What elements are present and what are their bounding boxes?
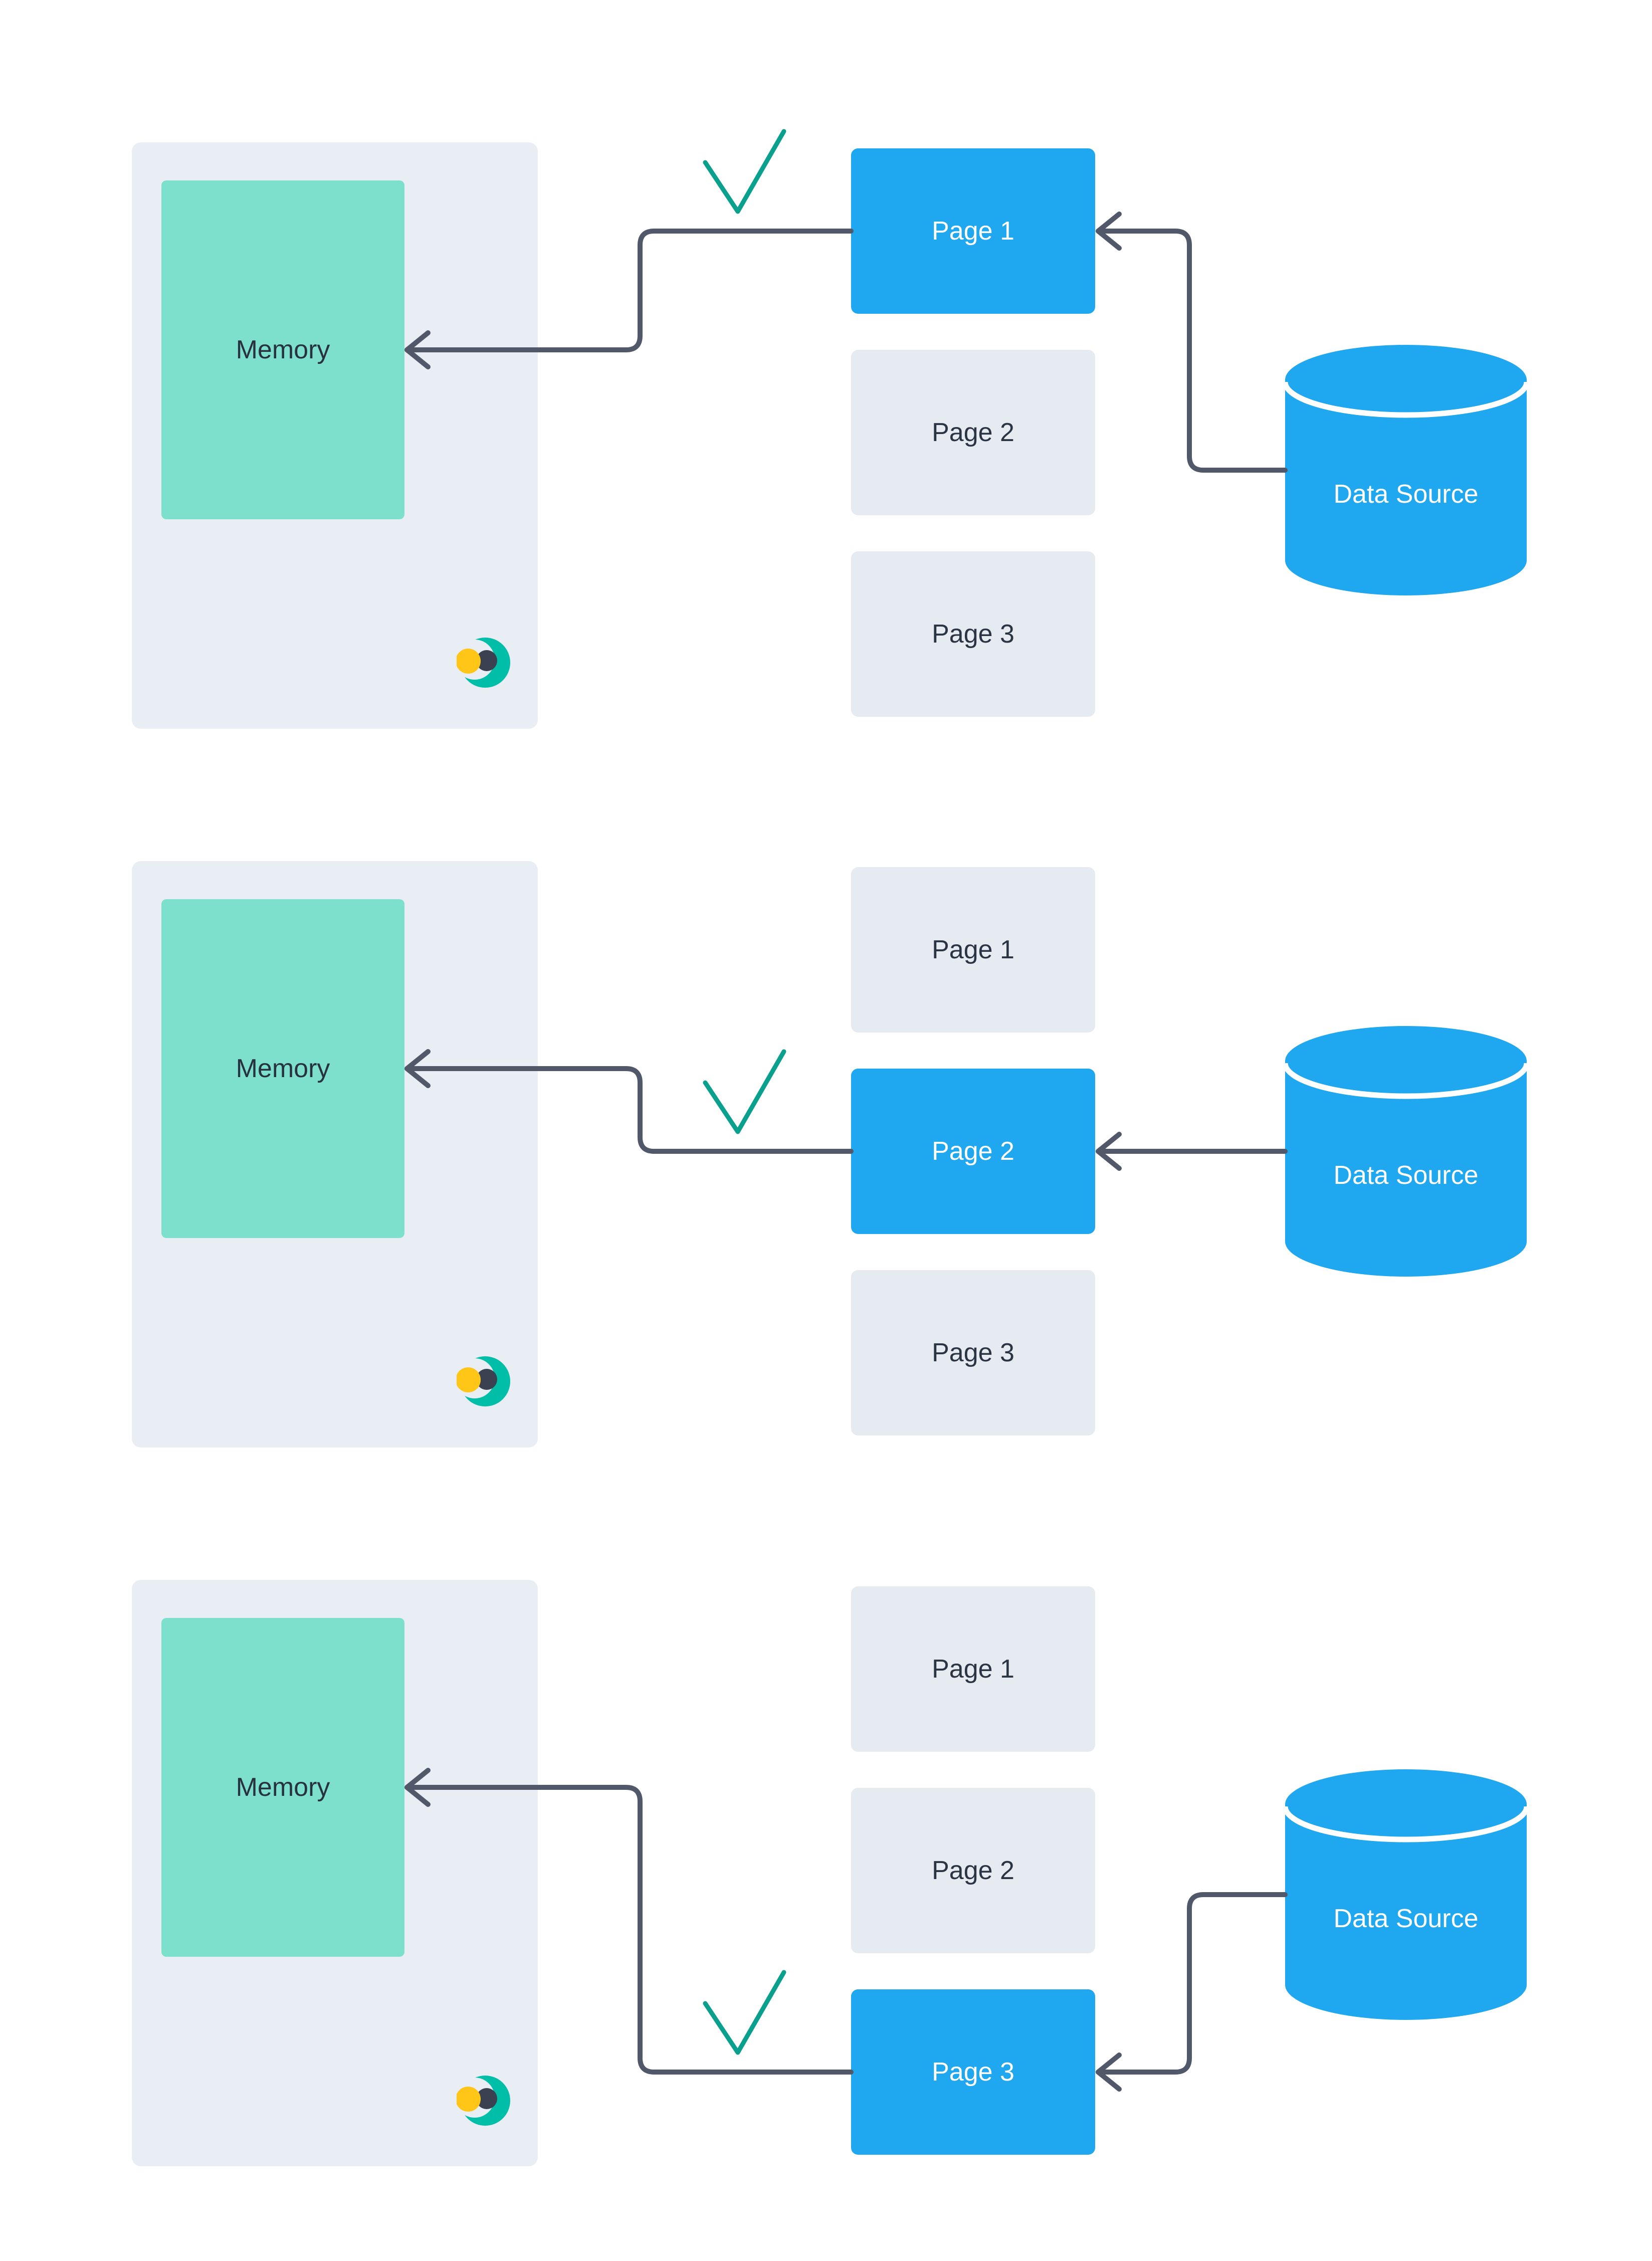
page-2-row3: Page 2 (851, 1788, 1095, 1953)
memory-box-row2: Memory (161, 899, 404, 1238)
cylinder-rim (1282, 381, 1530, 418)
database-cylinder-icon (1282, 1769, 1530, 2020)
check-icon-row1 (703, 129, 786, 214)
page-label: Page 1 (932, 935, 1014, 964)
logo-yellow-circle (457, 2087, 481, 2112)
page-label: Page 2 (932, 1137, 1014, 1166)
page-label: Page 3 (932, 620, 1014, 649)
memory-box-row3: Memory (161, 1618, 404, 1957)
arrowhead-page1-row1 (1096, 212, 1122, 251)
page-2-row1: Page 2 (851, 350, 1095, 515)
page-2-row2-active: Page 2 (851, 1069, 1095, 1234)
cylinder-body (1285, 345, 1527, 595)
database-cylinder-icon (1282, 1026, 1530, 1277)
page-1-row1-active: Page 1 (851, 148, 1095, 314)
page-1-row2: Page 1 (851, 867, 1095, 1033)
page-label: Page 2 (932, 418, 1014, 447)
memory-box-row1: Memory (161, 180, 404, 519)
arrowhead-page2-row2 (1096, 1132, 1122, 1171)
logo-yellow-circle (457, 649, 481, 674)
data-source-row2: Data Source (1282, 1026, 1530, 1277)
arrowhead-memory-row2 (404, 1049, 431, 1088)
arrow-page1-to-memory-row1 (404, 229, 854, 352)
arrow-page2-to-memory-row2 (404, 1066, 854, 1154)
arrow-datasource-to-page3-row3 (1096, 1892, 1288, 2075)
logo-dark-circle (476, 650, 497, 671)
data-source-row1: Data Source (1282, 345, 1530, 595)
arrowhead-memory-row1 (404, 330, 431, 369)
data-source-label: Data Source (1333, 1161, 1479, 1190)
data-source-label: Data Source (1333, 480, 1479, 509)
arrowhead-page3-row3 (1096, 2052, 1122, 2092)
memory-label: Memory (236, 1773, 330, 1802)
logo-dark-circle (476, 1369, 497, 1390)
memory-label: Memory (236, 1054, 330, 1083)
check-icon-row3 (703, 1970, 786, 2055)
page-1-row3: Page 1 (851, 1586, 1095, 1752)
cylinder-rim (1282, 1063, 1530, 1099)
page-label: Page 3 (932, 1338, 1014, 1367)
data-source-row3: Data Source (1282, 1769, 1530, 2020)
arrowhead-memory-row3 (404, 1768, 431, 1807)
page-label: Page 1 (932, 217, 1014, 246)
check-icon-row2 (703, 1049, 786, 1134)
arrow-datasource-to-page1-row1 (1096, 229, 1288, 473)
cylinder-rim (1282, 1806, 1530, 1842)
page-3-row1: Page 3 (851, 551, 1095, 717)
logo-yellow-circle (457, 1367, 481, 1392)
crescent-moon-logo-icon (457, 2076, 510, 2126)
cylinder-body (1285, 1026, 1527, 1277)
memory-label: Memory (236, 335, 330, 364)
logo-dark-circle (476, 2088, 497, 2109)
page-label: Page 2 (932, 1856, 1014, 1885)
cylinder-body (1285, 1769, 1527, 2020)
arrow-page3-to-memory-row3 (404, 1785, 854, 2075)
page-3-row2: Page 3 (851, 1270, 1095, 1435)
crescent-moon-logo-icon (457, 1356, 510, 1406)
crescent-moon-logo-icon (457, 638, 510, 688)
data-source-label: Data Source (1333, 1904, 1479, 1933)
database-cylinder-icon (1282, 345, 1530, 595)
page-3-row3-active: Page 3 (851, 1989, 1095, 2155)
page-label: Page 1 (932, 1655, 1014, 1684)
page-label: Page 3 (932, 2058, 1014, 2087)
